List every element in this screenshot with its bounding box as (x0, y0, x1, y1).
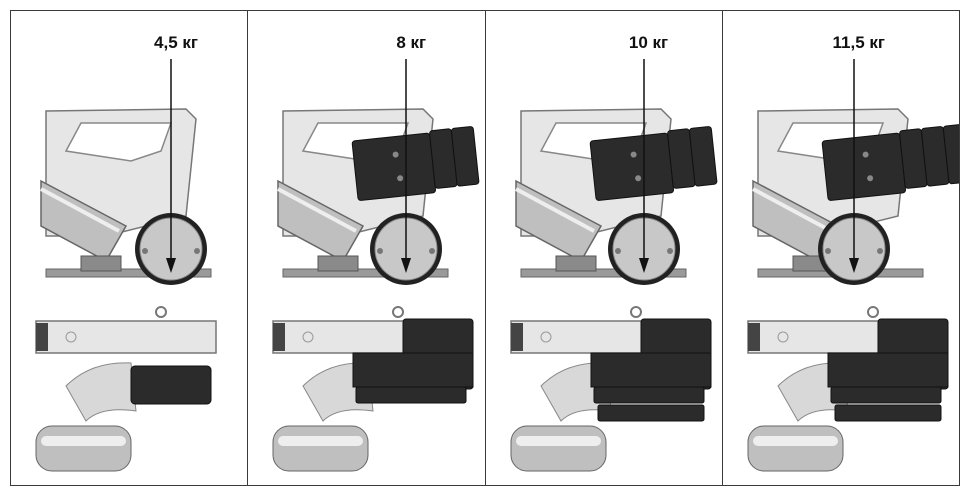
nozzle-tip (272, 425, 369, 472)
weight-slab (827, 352, 949, 388)
weight-label: 8 кг (396, 33, 427, 52)
side-weight (821, 123, 959, 201)
load-arrow-head (848, 258, 859, 273)
machine-illustration (509, 59, 717, 472)
weight-block (589, 132, 674, 201)
lifting-eye (155, 306, 167, 318)
weight-plate (688, 126, 717, 187)
weight-label: 4,5 кг (154, 33, 198, 52)
top-bar (35, 320, 217, 354)
roller-bolt (614, 248, 621, 254)
top-bar-screw (540, 331, 551, 343)
weight-bolt (862, 151, 869, 158)
base-foot (555, 255, 596, 272)
top-bar-end (747, 323, 760, 351)
bottom-weight-plate (830, 386, 942, 404)
roller-bolt (824, 248, 831, 254)
nozzle-tip-highlight (752, 436, 838, 446)
roller-bolt (876, 248, 883, 254)
base-foot (80, 255, 122, 272)
lifting-eye (629, 306, 642, 318)
weight-bolt (392, 151, 399, 158)
panel-4: 11,5 кг (723, 11, 959, 485)
roller-bolt (377, 248, 384, 254)
bottom-weight-plate (593, 386, 704, 404)
bottom-weight-plate (355, 386, 467, 404)
roller-topview (130, 365, 212, 405)
load-arrow-head (166, 258, 176, 273)
roller-bolt (194, 248, 200, 254)
weight-bolt (866, 175, 873, 182)
lifting-eye (866, 306, 879, 318)
weight-slab (352, 352, 474, 388)
bottom-weight-plate (834, 404, 942, 422)
weight-block (821, 132, 906, 201)
top-bar-screw (777, 331, 789, 343)
roller-bolt (429, 248, 436, 254)
panel-3: 10 кг (486, 11, 723, 485)
nozzle-highlight (514, 187, 595, 233)
bottom-weight-plate (597, 404, 704, 422)
weight-block (352, 132, 437, 201)
lifting-eye (392, 306, 405, 318)
roller-bolt (142, 248, 148, 254)
weight-bolt (630, 151, 637, 158)
nozzle-highlight (751, 187, 832, 233)
weight-label: 11,5 кг (832, 33, 885, 52)
weight-bolt (634, 175, 641, 182)
weight-plate (942, 123, 959, 185)
base-rail (282, 268, 449, 278)
top-bar-end (36, 323, 48, 351)
nozzle-tip-highlight (278, 436, 364, 446)
load-arrow-head (638, 258, 649, 273)
load-arrow-head (401, 258, 412, 273)
weight-slab (590, 352, 711, 388)
housing-window (64, 122, 173, 162)
panel-1: 4,5 кг (11, 11, 249, 485)
machine-illustration (35, 59, 217, 472)
nozzle-highlight (277, 187, 358, 233)
machine-illustration (747, 59, 959, 472)
base-foot (317, 255, 359, 272)
weight-bolt (397, 175, 404, 182)
weight-plate (451, 126, 480, 187)
side-weight (352, 126, 480, 201)
side-weight (589, 126, 717, 201)
nozzle-tip-highlight (515, 436, 601, 446)
nozzle-tip (35, 425, 132, 472)
nozzle-tip-highlight (41, 436, 126, 446)
nozzle-top (65, 362, 137, 422)
top-bar-end (273, 323, 286, 351)
nozzle-highlight (40, 187, 120, 233)
panel-2: 8 кг (248, 11, 486, 485)
base-rail (520, 268, 686, 278)
weight-comparison-figure: 4,5 кг 8 кг 10 кг 11,5 кг (10, 10, 960, 486)
machine-illustration (272, 59, 480, 472)
roller-bolt (666, 248, 673, 254)
nozzle-tip (747, 425, 844, 472)
top-bar-screw (65, 331, 77, 343)
weight-label: 10 кг (628, 33, 669, 52)
top-bar-end (510, 323, 523, 351)
top-bar-screw (302, 331, 314, 343)
base-rail (45, 268, 212, 278)
nozzle-tip (510, 425, 606, 472)
